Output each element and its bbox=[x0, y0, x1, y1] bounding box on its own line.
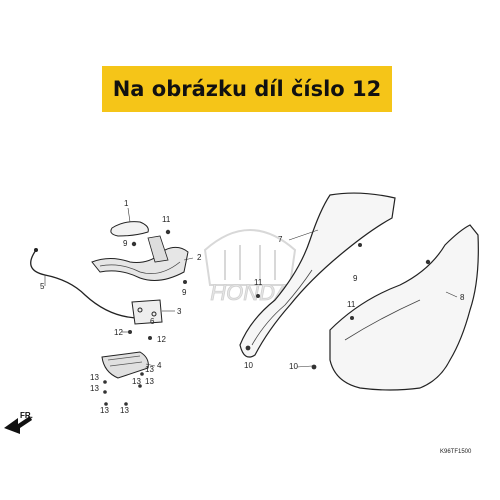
callout-labels: 1 2 3 4 5 6 7 8 9 9 9 10 10 11 11 11 12 … bbox=[40, 199, 465, 415]
callout-6: 6 bbox=[150, 317, 155, 326]
callout-1: 1 bbox=[124, 199, 129, 208]
cap-part bbox=[110, 221, 149, 237]
callout-13a: 13 bbox=[90, 373, 99, 382]
callout-9a: 9 bbox=[123, 239, 128, 248]
lower-box-part bbox=[101, 351, 149, 379]
callout-13e: 13 bbox=[132, 377, 141, 386]
callout-11a: 11 bbox=[162, 215, 171, 224]
callout-11c: 11 bbox=[347, 300, 356, 309]
callout-8: 8 bbox=[460, 293, 465, 302]
callout-13f: 13 bbox=[145, 365, 154, 374]
callout-2: 2 bbox=[197, 253, 202, 262]
callout-9b: 9 bbox=[182, 288, 187, 297]
callout-13g: 13 bbox=[145, 377, 154, 386]
callout-13c: 13 bbox=[100, 406, 109, 415]
fasteners bbox=[103, 229, 431, 406]
side-cover-part bbox=[239, 192, 396, 358]
drawing-code: K96TF1500 bbox=[440, 449, 472, 455]
callout-13b: 13 bbox=[90, 384, 99, 393]
callout-9c: 9 bbox=[353, 274, 358, 283]
inner-panel-part bbox=[91, 246, 189, 281]
front-label: FR. bbox=[20, 411, 33, 420]
banner-text: Na obrázku díl číslo 12 bbox=[112, 77, 382, 101]
callout-12a: 12 bbox=[114, 328, 123, 337]
callout-10a: 10 bbox=[244, 361, 253, 370]
callout-4: 4 bbox=[157, 361, 162, 370]
front-direction-arrow: FR. bbox=[4, 411, 33, 434]
callout-11b: 11 bbox=[254, 278, 263, 287]
callout-7: 7 bbox=[278, 235, 283, 244]
callout-12b: 12 bbox=[157, 335, 166, 344]
callout-5: 5 bbox=[40, 282, 45, 291]
part-number-banner: Na obrázku díl číslo 12 bbox=[102, 66, 392, 112]
cable-part bbox=[30, 249, 141, 319]
callout-13d: 13 bbox=[120, 406, 129, 415]
bracket-part bbox=[131, 299, 163, 325]
callout-3: 3 bbox=[177, 307, 182, 316]
callout-10b: 10 bbox=[289, 362, 298, 371]
